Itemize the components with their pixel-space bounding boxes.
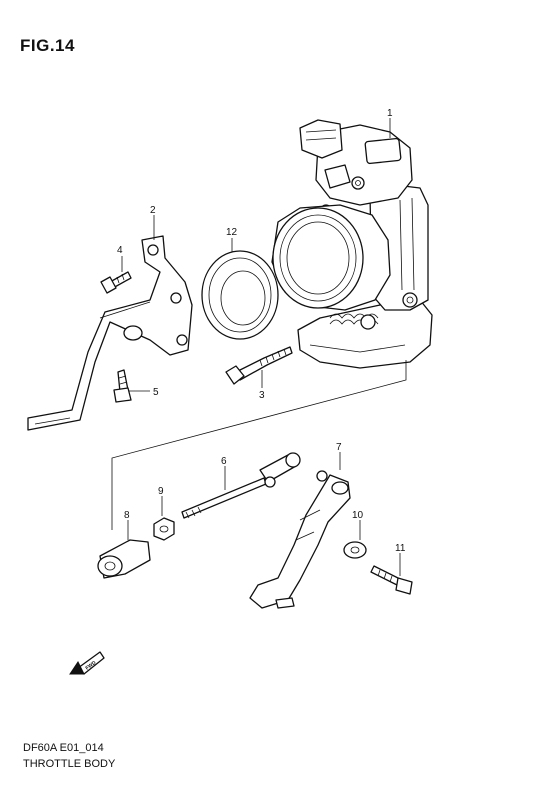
callout-4: 4 [117,245,123,256]
callout-labels: 1 2 3 4 5 6 7 8 9 10 11 12 [117,108,406,554]
part-bracket [27,215,193,431]
figure-caption: THROTTLE BODY [23,758,116,770]
callout-2: 2 [150,205,156,216]
assembly-reference-lines [111,360,407,530]
callout-7: 7 [336,442,342,453]
callout-10: 10 [352,510,364,521]
drawing-code: DF60A E01_014 [23,742,104,754]
callout-6: 6 [221,456,227,467]
part-washer [343,520,367,559]
figure-title: FIG.14 [20,36,75,55]
callout-3: 3 [259,390,265,401]
part-bolt-long [225,346,293,388]
callout-12: 12 [226,227,238,238]
part-socket-joint [97,520,151,579]
callout-8: 8 [124,510,130,521]
callout-9: 9 [158,486,164,497]
callout-1: 1 [387,108,393,119]
fwd-arrow-icon: FWD [69,651,105,675]
callout-11: 11 [395,543,406,554]
callout-5: 5 [153,387,159,398]
part-bolt-upper [100,256,132,294]
part-lever [249,452,351,609]
part-rod [181,452,301,519]
part-bolt-lever [370,553,413,595]
part-bolt-lower [113,369,150,403]
fwd-label: FWD [85,660,98,672]
part-throttle-body [271,118,433,369]
part-gasket [201,238,279,340]
part-nut [153,496,175,541]
